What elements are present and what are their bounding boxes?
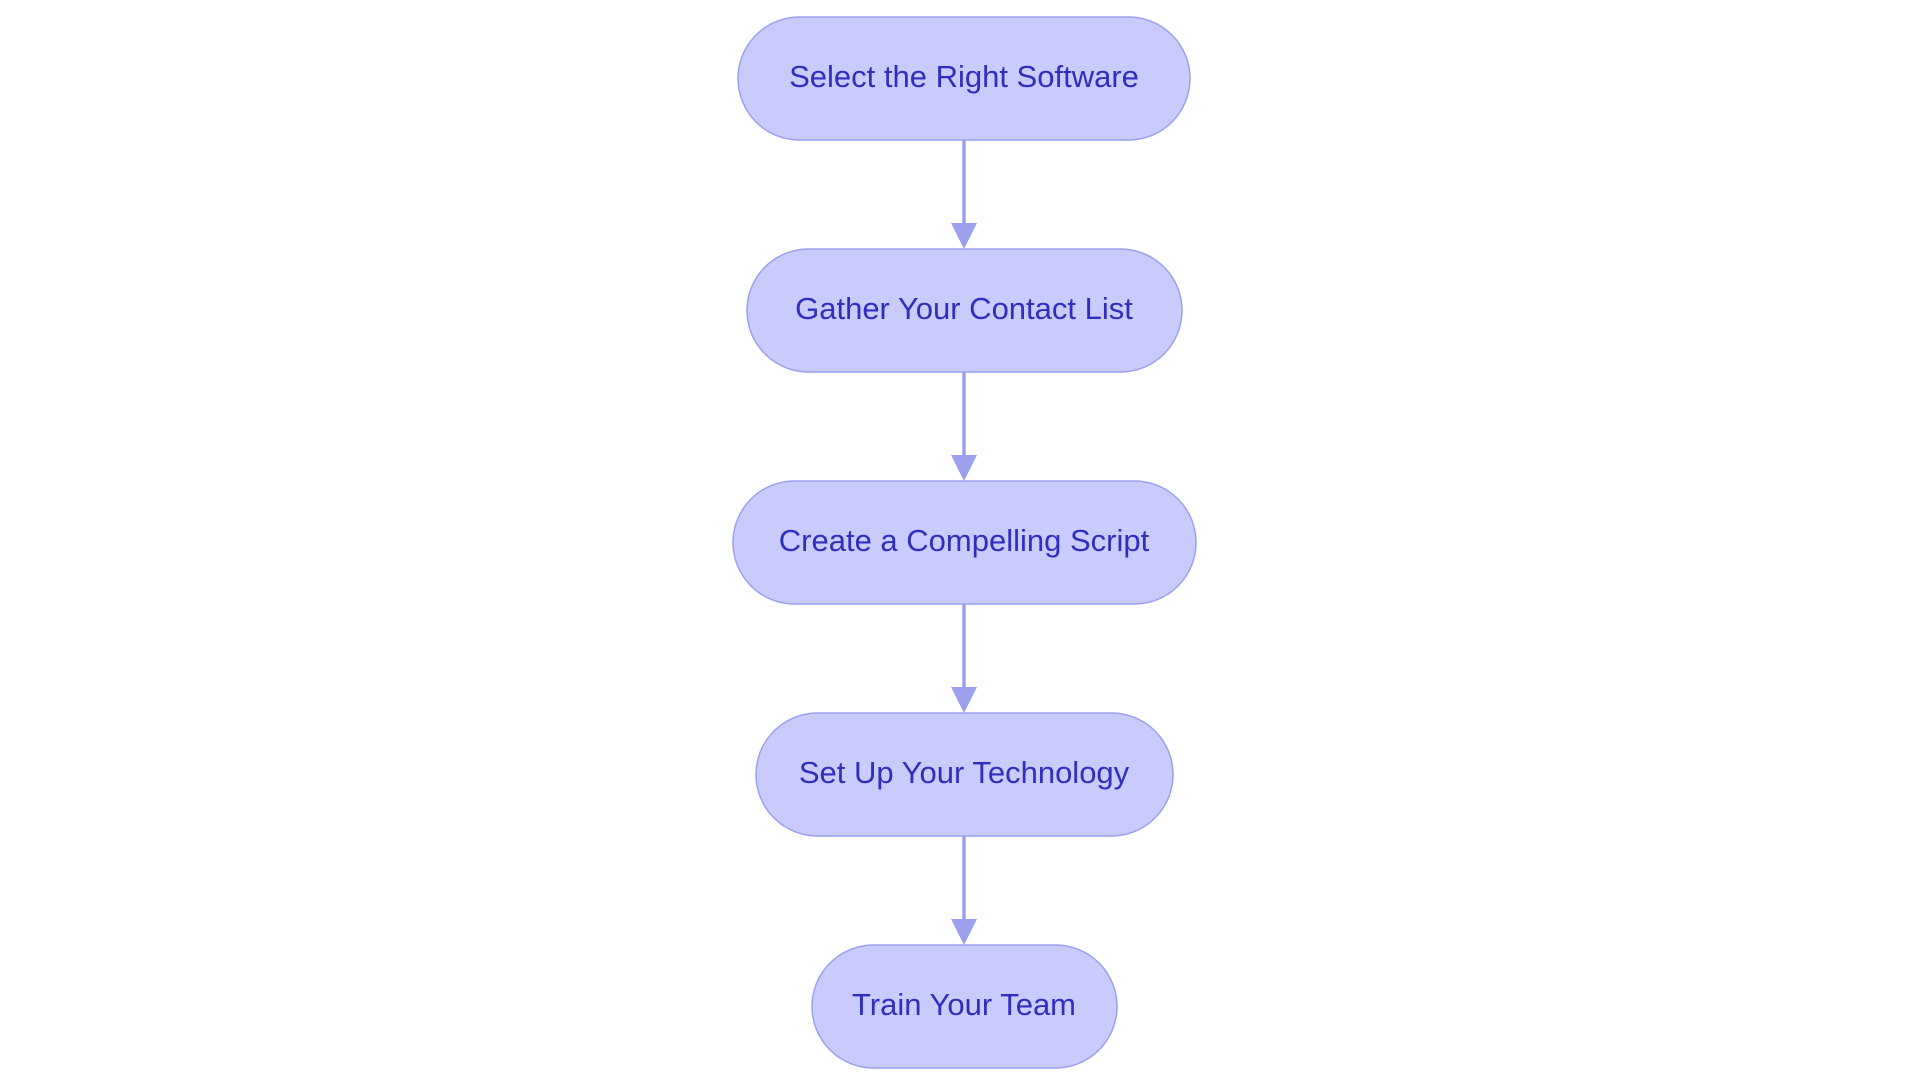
edge-setup-to-train (951, 836, 977, 945)
edge-gather-to-create (951, 372, 977, 481)
node-select-the-right-software[interactable]: Select the Right Software (737, 16, 1191, 141)
node-label: Select the Right Software (789, 59, 1139, 94)
node-set-up-your-technology[interactable]: Set Up Your Technology (755, 712, 1174, 837)
node-label: Gather Your Contact List (795, 291, 1133, 326)
node-train-your-team[interactable]: Train Your Team (811, 944, 1118, 1069)
node-label: Train Your Team (852, 987, 1076, 1022)
node-gather-your-contact-list[interactable]: Gather Your Contact List (746, 248, 1183, 373)
node-create-a-compelling-script[interactable]: Create a Compelling Script (732, 480, 1197, 605)
edge-select-to-gather (951, 140, 977, 249)
node-label: Set Up Your Technology (799, 755, 1130, 790)
node-label: Create a Compelling Script (779, 523, 1150, 558)
edges (951, 140, 977, 945)
edge-create-to-setup (951, 604, 977, 713)
